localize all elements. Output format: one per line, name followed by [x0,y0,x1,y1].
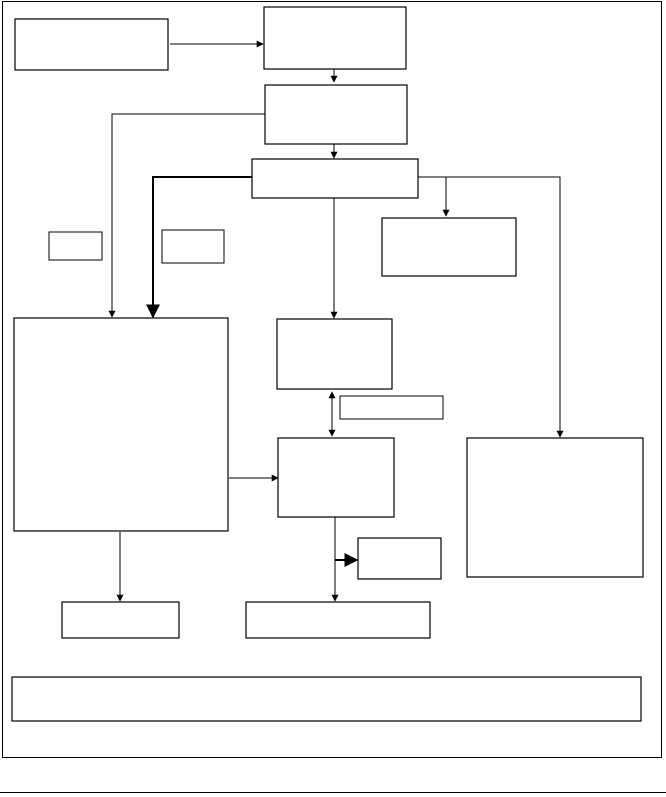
box-hub [251,158,419,199]
edge-hub-to-right-upper [418,176,450,217]
box-large-left [13,317,229,532]
box-right-upper [381,217,517,277]
label-between [339,395,444,420]
box-right-large [466,437,644,578]
edge-hub-to-large-left [146,176,252,319]
label-small-mid [161,229,225,264]
box-bottom-left [61,601,180,639]
nodes [11,6,644,722]
edge-second-to-large-left [108,113,265,318]
box-small-right [357,537,442,580]
box-center-lower [277,437,395,518]
box-footer-note [11,676,642,722]
edges [108,40,564,602]
edge-hub-to-right-large [446,176,564,438]
label-small-left [48,231,103,261]
box-bottom-center [245,601,431,639]
box-top-left [14,18,169,71]
footer-rule [0,792,666,793]
box-second [264,84,408,145]
outer-frame [2,1,662,758]
box-center-upper [276,318,393,390]
box-top-center [263,6,407,70]
